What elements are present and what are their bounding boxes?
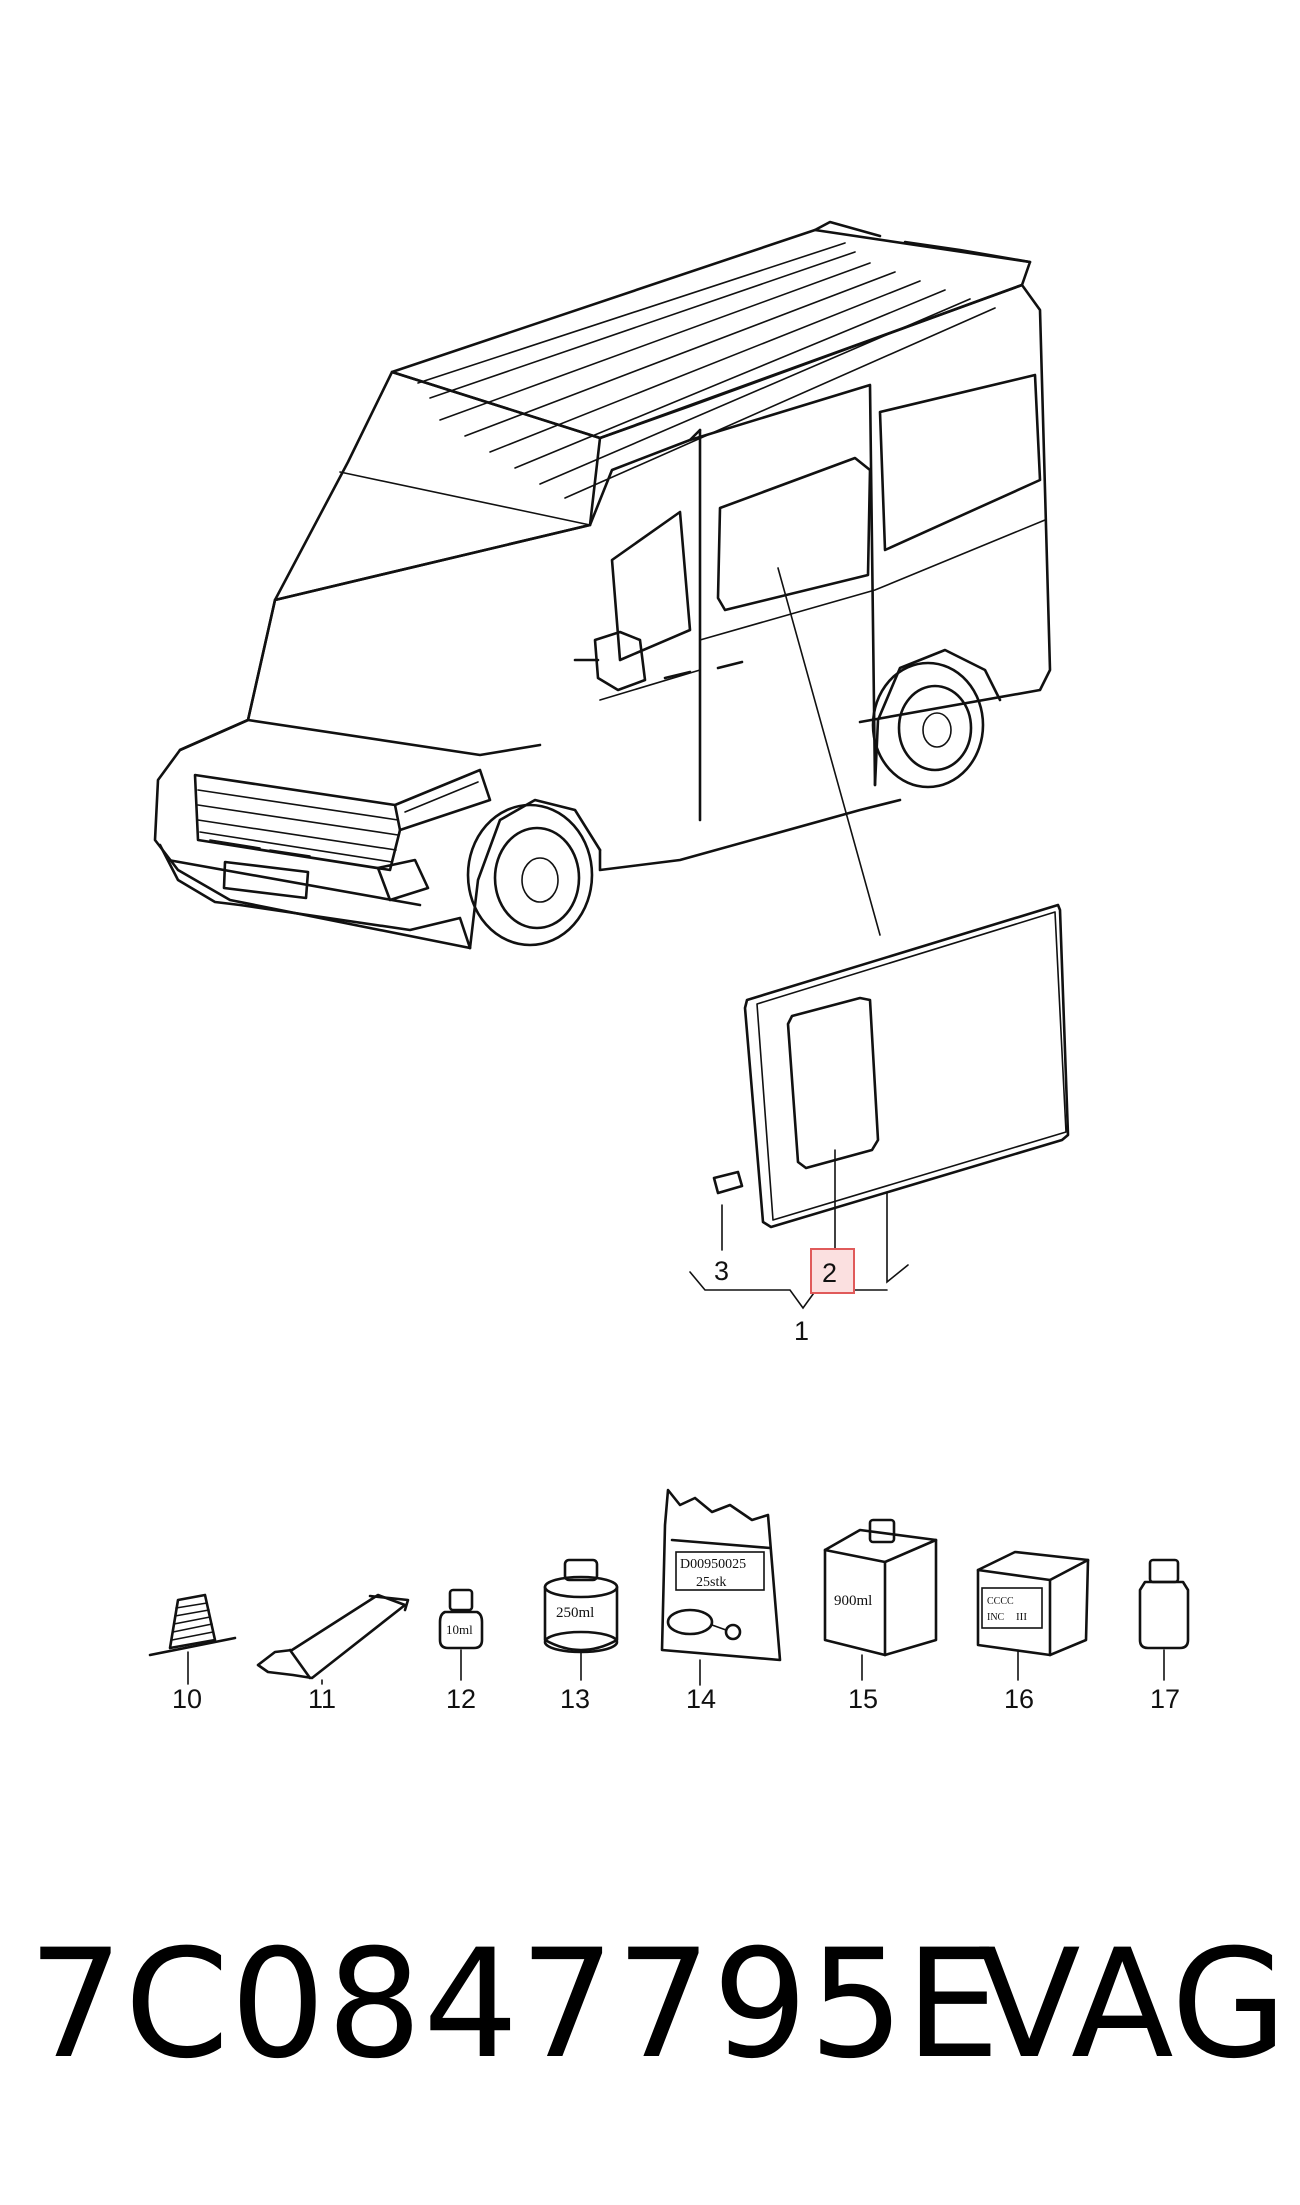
can-13-label: 250ml [556,1605,594,1621]
callout-label-15: 15 [848,1684,878,1714]
callout-label-11: 11 [308,1684,336,1714]
part-number: 7C0847795E [28,1918,1001,2092]
callout-label-13: 13 [560,1684,590,1714]
callout-label-14: 14 [686,1684,716,1714]
callout-label-12: 12 [446,1684,476,1714]
can-part-13: 250ml [543,1558,619,1681]
bag-14-label-line2: 25stk [696,1575,726,1590]
van-illustration [153,220,1052,950]
side-window-panel [743,903,1070,1229]
box-16-label-line1: CCCC [987,1596,1014,1607]
callout-label-1: 1 [794,1316,809,1346]
bag-part-14: D00950025 25stk [660,1488,782,1686]
bottle-part-17 [1138,1558,1190,1681]
callout-label-16: 16 [1004,1684,1034,1714]
bottle-12-label: 10ml [446,1622,473,1637]
leader-window-to-panel [777,567,881,936]
box-part-15: 900ml [823,1518,938,1681]
box-part-16: CCCC INC III [976,1550,1090,1681]
grommet-part-10 [148,1593,237,1685]
bag-14-label-line1: D00950025 [680,1557,746,1572]
box-16-label-marks: III [1016,1611,1027,1623]
brand-name: VAG [978,1918,1288,2092]
callout-label-2: 2 [822,1258,837,1288]
bottle-part-12: 10ml [438,1588,484,1681]
clip-part-3 [712,1170,744,1195]
box-16-label-line2: INC [987,1612,1005,1623]
callout-label-3: 3 [714,1256,729,1286]
callout-label-17: 17 [1150,1684,1180,1714]
callout-2-highlight [810,1248,855,1294]
box-15-label: 900ml [834,1593,872,1609]
tube-part-11 [256,1593,410,1685]
callout-label-10: 10 [172,1684,202,1714]
